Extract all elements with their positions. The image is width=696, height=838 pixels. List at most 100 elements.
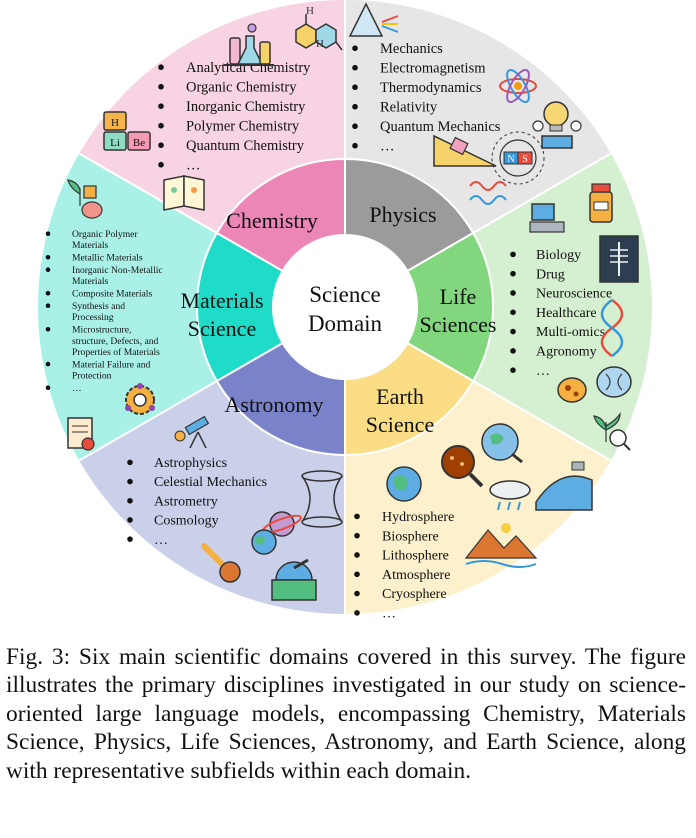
astronomy-subfield-bullet <box>127 459 133 466</box>
earth-science-subfield-bullet <box>354 610 360 616</box>
magnet-n-label: N <box>507 154 514 165</box>
materials-science-subfield-item: Protection <box>72 371 112 382</box>
materials-science-subfield-item: … <box>72 383 82 394</box>
life-sciences-subfield-item: Healthcare <box>536 306 597 321</box>
astronomy-subfield-item: Celestial Mechanics <box>154 475 267 490</box>
wormhole-icon <box>301 470 343 528</box>
physics-subfield-item: Electromagnetism <box>380 61 486 77</box>
materials-science-subfield-item: Microstructure, <box>72 325 131 336</box>
chemistry-subfield-bullet <box>158 103 164 110</box>
earth-planet-icon <box>251 529 277 555</box>
earth-science-subfield-list: HydrosphereBiosphereLithosphereAtmospher… <box>354 510 454 622</box>
materials-science-subfield-item: Materials <box>72 276 108 287</box>
element-li-badge: Li <box>110 137 120 149</box>
periodic-table-icon <box>103 111 151 151</box>
materials-science-subfield-bullet <box>45 291 51 296</box>
life-sciences-subfield-bullet <box>510 251 516 258</box>
earth-science-subfield-bullet <box>354 532 360 539</box>
life-sciences-subfield-bullet <box>510 348 516 354</box>
center-label-line1: Science <box>309 282 381 307</box>
brain-icon <box>596 366 632 398</box>
materials-science-label-line1: Materials <box>180 288 263 313</box>
life-sciences-subfield-bullet <box>510 290 516 296</box>
chemistry-subfield-item: Polymer Chemistry <box>186 119 300 135</box>
materials-science-label-line2: Science <box>188 316 256 341</box>
microscope-computer-icon <box>529 203 565 233</box>
chemistry-subfield-item: Quantum Chemistry <box>186 138 305 154</box>
observatory-icon <box>271 558 317 601</box>
physics-subfield-list: MechanicsElectromagnetismThermodynamicsR… <box>352 41 501 155</box>
light-bulb-circuit-icon <box>532 101 582 149</box>
materials-science-subfield-item: Metallic Materials <box>72 253 143 264</box>
bacteria-icon <box>557 377 587 403</box>
materials-science-subfield-item: Properties of Materials <box>72 347 160 358</box>
earth-science-subfield-item: Biosphere <box>382 529 439 544</box>
earth-search-icon <box>481 423 523 464</box>
physics-subfield-item: Relativity <box>380 100 438 116</box>
magnet-field-icon <box>491 131 545 185</box>
earth-science-subfield-bullet <box>354 513 360 520</box>
earth-science-subfield-item: … <box>382 607 396 622</box>
chemistry-subfield-bullet <box>158 122 164 129</box>
astronomy-subfield-item: Astrophysics <box>154 456 227 471</box>
globe-icon <box>386 466 422 502</box>
astronomy-subfield-item: Astrometry <box>154 494 218 509</box>
life-sciences-subfield-bullet <box>510 309 516 316</box>
materials-science-subfield-bullet <box>45 361 51 367</box>
materials-science-subfield-bullet <box>45 254 51 260</box>
chemistry-subfield-bullet <box>158 83 164 90</box>
earth-science-label-line2: Science <box>366 412 434 437</box>
earth-science-subfield-bullet <box>354 590 360 597</box>
astronomy-subfield-bullet <box>127 478 133 485</box>
chemistry-label: Chemistry <box>226 208 318 233</box>
earth-science-subfield-bullet <box>354 571 360 578</box>
center-hub <box>273 235 417 379</box>
materials-science-subfield-bullet <box>45 385 51 391</box>
astronomy-subfield-bullet <box>127 536 133 542</box>
life-sciences-label-line2: Sciences <box>420 312 497 337</box>
life-sciences-subfield-item: Neuroscience <box>536 287 612 302</box>
chemistry-subfield-item: Analytical Chemistry <box>186 60 311 76</box>
life-sciences-subfield-item: Agronomy <box>536 345 597 360</box>
astronomy-label: Astronomy <box>225 392 324 417</box>
physics-subfield-bullet <box>352 84 358 91</box>
materials-science-subfield-item: Composite Materials <box>72 289 152 300</box>
center-label-line2: Domain <box>308 311 383 336</box>
x-ray-skeleton-icon <box>599 235 639 283</box>
astronomy-subfield-item: … <box>154 533 168 548</box>
physics-subfield-item: … <box>380 139 395 155</box>
materials-science-subfield-bullet <box>45 267 51 273</box>
inclined-plane-icon <box>433 134 497 167</box>
chemistry-subfield-bullet <box>158 161 164 168</box>
plant-magnifier-icon <box>593 412 631 451</box>
chemistry-subfield-bullet <box>158 142 164 149</box>
atom-icon <box>499 69 537 103</box>
meteor-icon <box>201 543 241 583</box>
telescope-planets-icon <box>174 415 210 449</box>
science-domain-wheel: Science Domain Chemistry Physics Life Sc… <box>36 0 654 622</box>
satellite-earth-icon <box>535 461 593 511</box>
earth-science-subfield-item: Lithosphere <box>382 549 449 564</box>
prism-icon <box>348 2 399 37</box>
materials-science-subfield-bullet <box>45 231 51 236</box>
life-sciences-label-line1: Life <box>440 284 477 309</box>
physics-subfield-bullet <box>352 103 358 110</box>
molecule-h-label-bottom: H <box>316 38 324 50</box>
dna-helix-icon <box>600 298 624 358</box>
mountain-landscape-icon <box>464 523 538 568</box>
element-be-badge: Be <box>133 137 145 149</box>
physics-subfield-bullet <box>352 45 358 52</box>
earth-science-subfield-item: Hydrosphere <box>382 510 454 525</box>
gear-network-icon <box>125 383 155 415</box>
chemistry-subfield-item: … <box>186 158 201 174</box>
element-h-badge: H <box>111 117 119 129</box>
life-sciences-subfield-bullet <box>510 270 516 277</box>
astronomy-subfield-item: Cosmology <box>154 514 219 529</box>
magnet-s-label: S <box>522 154 528 165</box>
physics-label: Physics <box>369 202 436 227</box>
document-protection-icon <box>67 417 95 451</box>
life-sciences-subfield-item: Multi-omics <box>536 325 605 340</box>
astronomy-subfield-bullet <box>127 497 133 504</box>
